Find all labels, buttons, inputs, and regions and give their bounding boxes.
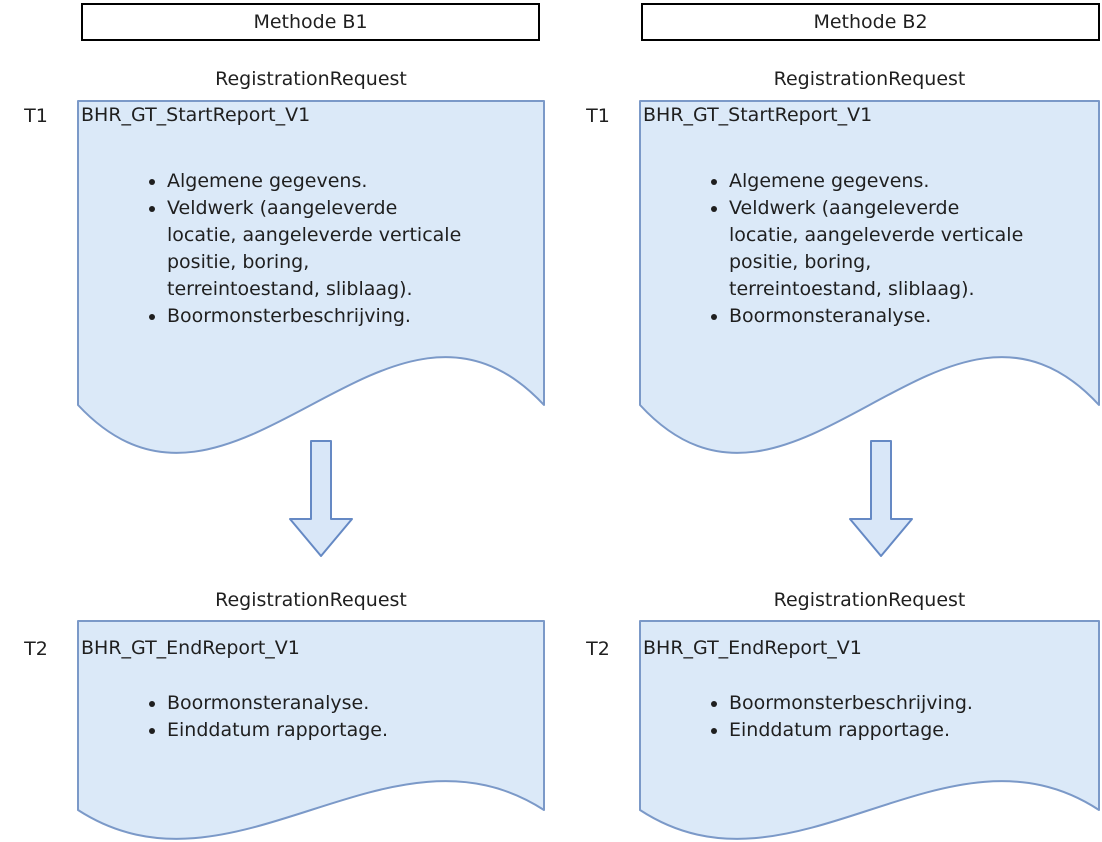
bullet-item: Algemene gegevens.: [729, 168, 1098, 195]
bullet-item: Veldwerk (aangeleverde locatie, aangelev…: [729, 195, 1098, 303]
bullet-list: Algemene gegevens. Veldwerk (aangeleverd…: [643, 168, 1098, 330]
document-shape: [77, 620, 545, 840]
bullet-item: Boormonsteranalyse.: [167, 690, 543, 717]
method-b2-header: Methode B2: [641, 3, 1100, 41]
bullet-item: Veldwerk (aangeleverde locatie, aangelev…: [167, 195, 543, 303]
document-title: BHR_GT_EndReport_V1: [643, 637, 862, 659]
t2-label: T2: [24, 638, 48, 660]
start-report-document-b1: BHR_GT_StartReport_V1 Algemene gegevens.…: [77, 100, 545, 455]
end-report-document-b2: BHR_GT_EndReport_V1 Boormonsterbeschrijv…: [639, 620, 1100, 841]
bullet-item: Einddatum rapportage.: [729, 717, 1098, 744]
document-shape: [639, 100, 1100, 454]
bullet-list: Algemene gegevens. Veldwerk (aangeleverd…: [81, 168, 543, 330]
registration-request-label: RegistrationRequest: [773, 68, 966, 90]
bullet-list: Boormonsterbeschrijving. Einddatum rappo…: [643, 690, 1098, 744]
t2-label: T2: [586, 638, 610, 660]
end-report-document-b1: BHR_GT_EndReport_V1 Boormonsteranalyse. …: [77, 620, 545, 841]
t1-label: T1: [586, 105, 610, 127]
bullet-item: Einddatum rapportage.: [167, 717, 543, 744]
down-arrow-icon: [289, 440, 353, 557]
document-title: BHR_GT_StartReport_V1: [643, 104, 873, 126]
document-shape: [77, 100, 545, 454]
bullet-list: Boormonsteranalyse. Einddatum rapportage…: [81, 690, 543, 744]
method-b1-header: Methode B1: [81, 3, 540, 41]
registration-request-label: RegistrationRequest: [215, 68, 407, 90]
down-arrow-icon: [849, 440, 913, 557]
document-title: BHR_GT_EndReport_V1: [81, 637, 300, 659]
document-title: BHR_GT_StartReport_V1: [81, 104, 311, 126]
bullet-item: Boormonsteranalyse.: [729, 303, 1098, 330]
start-report-document-b2: BHR_GT_StartReport_V1 Algemene gegevens.…: [639, 100, 1100, 455]
registration-request-label: RegistrationRequest: [773, 589, 966, 611]
document-shape: [639, 620, 1100, 840]
bullet-item: Algemene gegevens.: [167, 168, 543, 195]
registration-request-label: RegistrationRequest: [215, 589, 407, 611]
t1-label: T1: [24, 105, 48, 127]
bullet-item: Boormonsterbeschrijving.: [167, 303, 543, 330]
bullet-item: Boormonsterbeschrijving.: [729, 690, 1098, 717]
